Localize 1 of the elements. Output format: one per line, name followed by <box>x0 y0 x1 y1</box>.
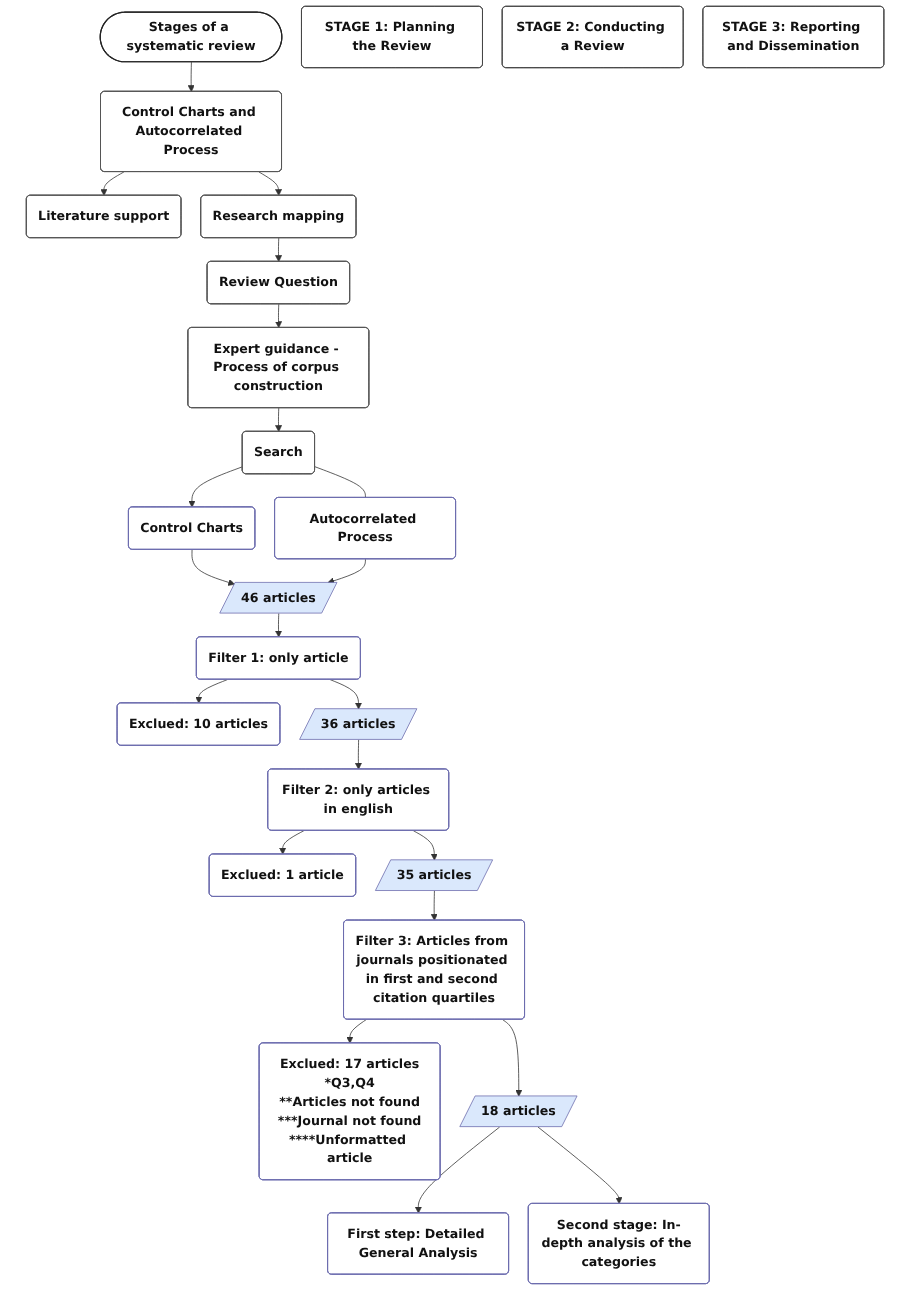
connector <box>315 466 367 499</box>
